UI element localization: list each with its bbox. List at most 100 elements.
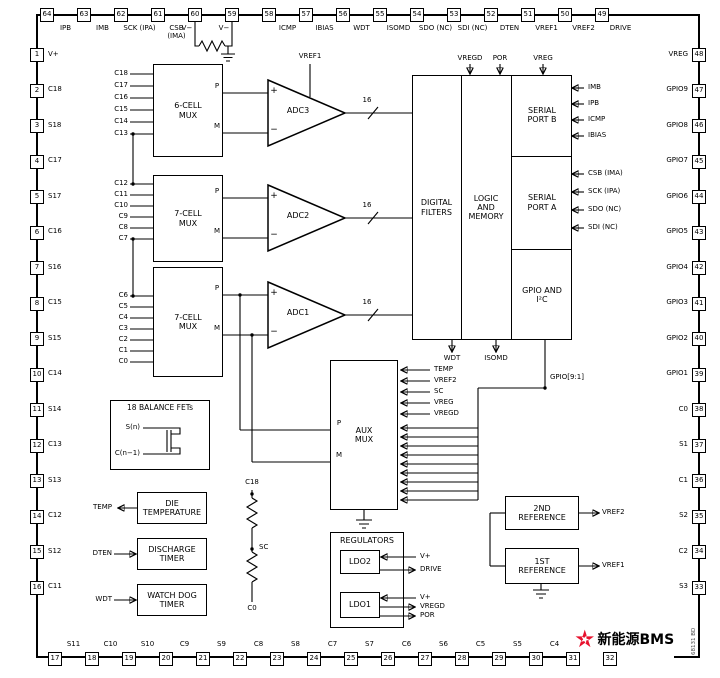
serial-b-signal-label: IBIAS [588,130,607,139]
figure-code: 68131 BD [691,627,697,655]
balance-source-label: S(n) [125,422,140,431]
pin-box: 5 [30,190,44,204]
pin-box: 53 [447,8,461,22]
serial-a-signal-label: SDO (NC) [588,204,622,213]
mux-input-label: C16 [114,92,128,101]
pin-label-right: S1 [679,440,688,448]
pin-box: 13 [30,474,44,488]
mux-input-label: C0 [118,356,128,365]
digital-divider-v1 [460,75,462,340]
pin-label-bottom: C7 [327,640,338,648]
pin-box: 60 [188,8,202,22]
pin-box: 36 [692,474,706,488]
adc-triangles [267,78,347,350]
pin-box: 45 [692,154,706,169]
mux-input-label: C7 [118,233,128,242]
chain-bottom-label: C0 [247,604,257,612]
first-reference-label: 1ST REFERENCE [518,556,566,575]
vref2-output-label: VREF2 [602,507,625,516]
logic-and-memory-label: LOGIC AND MEMORY [468,193,504,222]
function-signal-label: WDT [95,594,112,603]
diagram-element [221,46,235,62]
pin-box: 50 [558,8,572,22]
adc3-plus-sign: + [270,86,278,96]
pin-label-top: CSB (IMA) [167,24,186,40]
junction-dot [238,293,242,297]
mux-7cell-mid: 7-CELL MUX [153,175,223,262]
junction-dot [131,132,135,136]
second-reference-box: 2ND REFERENCE [505,496,579,530]
diagram-element [533,584,549,599]
pin-label-right: GPIO4 [666,262,688,271]
pin-label-right: GPIO9 [666,85,688,93]
diagram-element [143,427,181,455]
pin-box: 33 [692,580,706,595]
mux-7cell-low: 7-CELL MUX [153,267,223,377]
pin-label-left: S16 [48,262,62,271]
serial-port-a: SERIAL PORT A [512,157,572,248]
pin-box: 24 [307,652,321,666]
pin-label-left: S17 [48,191,62,200]
static-artwork [143,22,549,602]
aux-input-label: VREG [434,397,454,406]
diagram-element [267,183,347,253]
regulator-signal-label: POR [420,610,435,619]
pin-box: 21 [196,652,210,666]
watermark-text: 新能源BMS [597,632,675,648]
aux-input-label: VREGD [434,408,459,417]
mux-input-label: C5 [118,301,128,310]
digital-filters-label: DIGITAL FILTERS [420,198,453,217]
serial-port-a-label: SERIAL PORT A [527,193,557,212]
pin-label-bottom: S7 [365,640,374,648]
aux-input-label: VREF2 [434,375,457,384]
aux-mux-label: AUX MUX [354,425,374,444]
digital-divider-v2 [510,75,512,340]
pin-box: 46 [692,119,706,133]
pin-box: 14 [30,509,44,524]
pin-label-left: S13 [48,475,62,484]
bus-width-label: 16 [362,298,372,306]
pin-box: 26 [381,652,395,666]
diagram-element [356,510,372,529]
pin-label-left: S12 [48,546,62,555]
digital-bottom-signal-label: ISOMD [484,354,508,362]
pin-box: 7 [30,261,44,275]
mux-input-label: C9 [118,211,128,220]
digital-divider-h2 [512,248,572,250]
pin-box: 55 [373,8,387,22]
pin-label-right: C1 [678,475,688,484]
mux-p-label: P [214,187,220,195]
pin-label-top: ISOMD [386,24,411,32]
second-reference-label: 2ND REFERENCE [518,503,566,522]
pin-label-right: GPIO7 [666,156,688,164]
pin-label-left: S15 [48,333,62,342]
pin-box: 32 [603,652,617,666]
serial-a-signal-label: CSB (IMA) [588,168,623,177]
pin-box: 41 [692,296,706,311]
gpio-i2c-label: GPIO AND I²C [522,285,562,304]
aux-mux: AUX MUX [330,360,398,510]
mux-p-label: P [214,82,220,90]
diagram-element [245,551,259,583]
bus-width-label: 16 [362,96,372,104]
junction-dot [250,547,254,551]
mux-input-label: C8 [118,222,128,231]
pin-label-top: VREF1 [535,24,558,32]
adc-vref1-label: VREF1 [298,52,322,60]
regulator-signal-label: V+ [420,551,431,560]
pin-label-top: IBIAS [315,24,334,32]
regulator-signal-label: VREGD [420,601,445,610]
serial-b-signal-label: ICMP [588,114,606,123]
pin-label-left: C12 [48,511,62,519]
pin-label-top: SDO (NC) [418,24,453,32]
pin-box: 39 [692,367,706,382]
pin-label-bottom: C6 [401,640,412,648]
regulators-box: REGULATORS [330,532,404,628]
pin-label-right: S3 [679,582,688,590]
mux-input-label: C15 [114,104,128,113]
pin-box: 40 [692,332,706,346]
regulators-title: REGULATORS [340,536,394,545]
serial-a-signal-label: SCK (IPA) [588,186,621,195]
mux-7cell-low-label: 7-CELL MUX [174,312,202,331]
